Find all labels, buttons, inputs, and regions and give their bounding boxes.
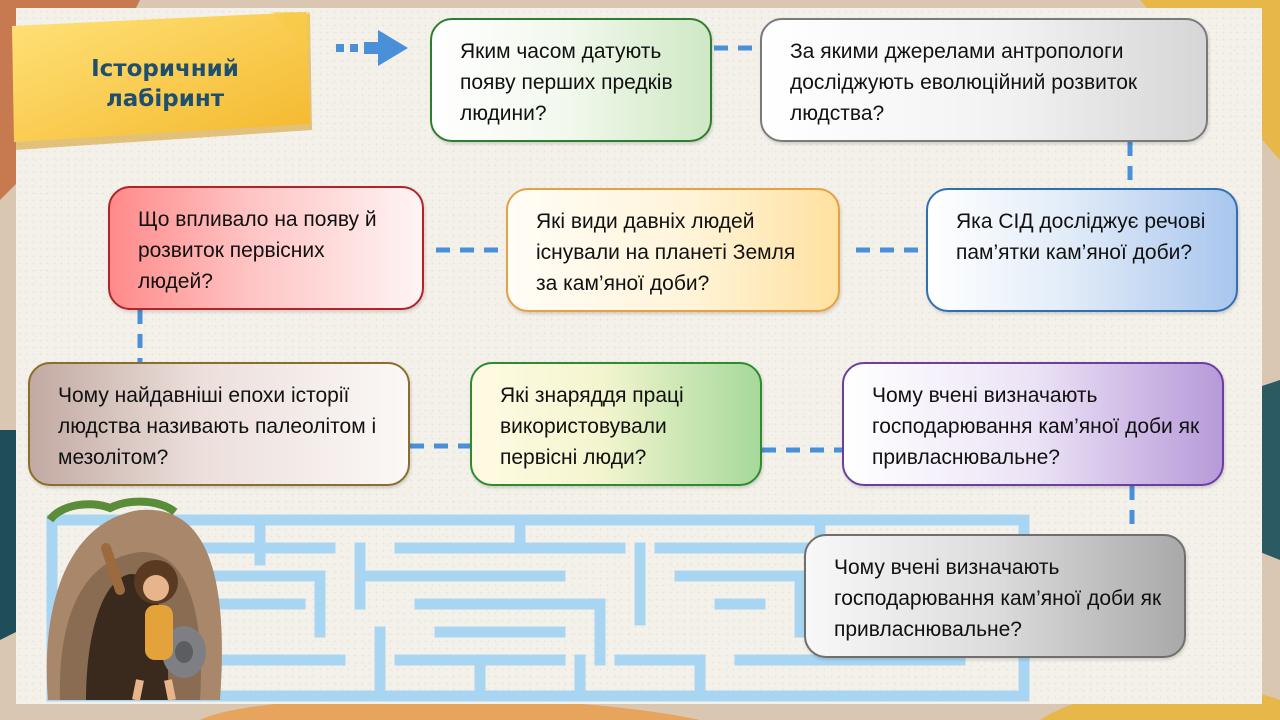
question-box-5[interactable]: Що впливало на появу й розвиток первісни… bbox=[108, 186, 424, 310]
question-box-1[interactable]: Яким часом датують появу перших предків … bbox=[430, 18, 712, 142]
banner-shape bbox=[12, 12, 312, 150]
title-line-1: Історичний bbox=[91, 56, 239, 82]
page-title: Історичний лабіринт bbox=[70, 54, 260, 114]
question-box-4[interactable]: Які види давніх людей існували на планет… bbox=[506, 188, 840, 312]
question-text: Чому найдавніші епохи історії людства на… bbox=[58, 384, 377, 469]
question-box-8[interactable]: Чому вчені визначають господарювання кам… bbox=[842, 362, 1224, 486]
question-text: Які види давніх людей існували на планет… bbox=[536, 210, 796, 295]
arrow-right-icon bbox=[336, 30, 408, 66]
question-box-3[interactable]: Яка СІД досліджує речові пам’ятки кам’ян… bbox=[926, 188, 1238, 312]
title-line-2: лабіринт bbox=[105, 86, 225, 112]
question-text: Яким часом датують появу перших предків … bbox=[460, 40, 673, 125]
question-text: Яка СІД досліджує речові пам’ятки кам’ян… bbox=[956, 210, 1206, 264]
question-box-2[interactable]: За якими джерелами антропологи досліджую… bbox=[760, 18, 1208, 142]
question-box-7[interactable]: Які знаряддя праці використовували перві… bbox=[470, 362, 762, 486]
question-box-6[interactable]: Чому найдавніші епохи історії людства на… bbox=[28, 362, 410, 486]
question-text: За якими джерелами антропологи досліджую… bbox=[790, 40, 1138, 125]
question-text: Які знаряддя праці використовували перві… bbox=[500, 384, 684, 469]
title-card: Історичний лабіринт bbox=[10, 12, 316, 152]
question-text: Що впливало на появу й розвиток первісни… bbox=[138, 208, 377, 293]
question-text: Чому вчені визначають господарювання кам… bbox=[834, 556, 1162, 641]
question-box-9[interactable]: Чому вчені визначають господарювання кам… bbox=[804, 534, 1186, 658]
question-text: Чому вчені визначають господарювання кам… bbox=[872, 384, 1200, 469]
